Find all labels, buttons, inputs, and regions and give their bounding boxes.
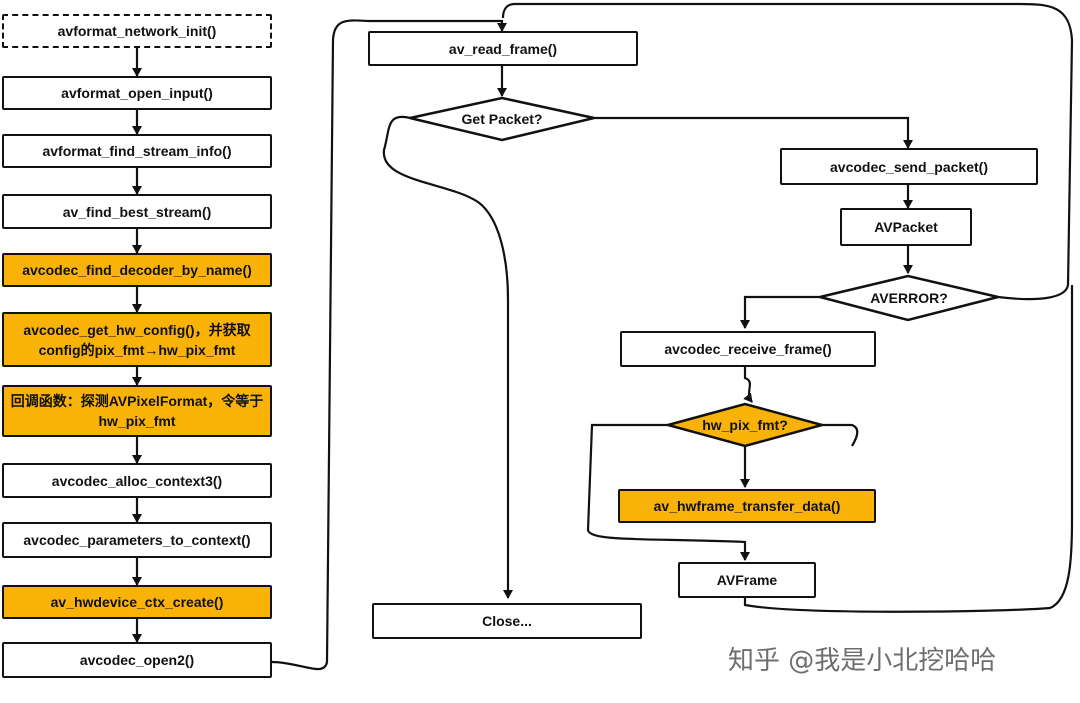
close-label: Close... <box>482 613 532 629</box>
find-stream-info-label: avformat_find_stream_info() <box>42 143 232 159</box>
avpacket-label: AVPacket <box>874 219 938 235</box>
find-decoder-box: avcodec_find_decoder_by_name() <box>2 253 272 287</box>
watermark-text: 知乎 @我是小北挖哈哈 <box>728 646 997 676</box>
transfer-data-box: av_hwframe_transfer_data() <box>618 489 876 523</box>
close-box: Close... <box>372 603 642 639</box>
arrow-averror-to-receiveframe <box>740 295 820 329</box>
averror-diamond <box>819 274 999 322</box>
avframe-label: AVFrame <box>716 572 778 588</box>
arrow-open2-to-readframe <box>271 19 507 671</box>
hwpixfmt-diamond <box>663 402 827 448</box>
read-frame-label: av_read_frame() <box>448 40 558 57</box>
arrow-getpacket-to-close <box>382 115 513 599</box>
avframe-box: AVFrame <box>678 562 816 598</box>
arrow-hwpixfmt-right-stub <box>818 423 859 447</box>
arrow-hwpixfmt-bypass <box>586 423 750 561</box>
network-init-label: avformat_network_init() <box>57 23 217 39</box>
send-packet-box: avcodec_send_packet() <box>780 148 1038 185</box>
hwdevice-ctx-create-box: av_hwdevice_ctx_create() <box>2 585 272 619</box>
arrow-avframe-to-loop <box>743 285 1074 613</box>
callback-box: 回调函数：探测AVPixelFormat，令等于hw_pix_fmt <box>2 385 272 437</box>
network-init-box: avformat_network_init() <box>2 14 272 48</box>
transfer-data-label: av_hwframe_transfer_data() <box>653 498 841 514</box>
open2-box: avcodec_open2() <box>2 642 272 678</box>
find-stream-info-box: avformat_find_stream_info() <box>2 134 272 168</box>
send-packet-label: avcodec_send_packet() <box>830 158 988 175</box>
get-packet-label: Get Packet? <box>461 111 543 127</box>
avpacket-box: AVPacket <box>840 208 972 246</box>
averror-label: AVERROR? <box>870 290 948 306</box>
arrow-averror-to-readframe <box>501 2 1074 301</box>
hw-pix-fmt-label: hw_pix_fmt? <box>702 417 788 433</box>
receive-frame-label: avcodec_receive_frame() <box>664 341 832 357</box>
find-best-stream-label: av_find_best_stream() <box>62 203 212 220</box>
hwdevice-ctx-create-label: av_hwdevice_ctx_create() <box>50 594 224 610</box>
alloc-context3-box: avcodec_alloc_context3() <box>2 463 272 498</box>
getpacket-diamond <box>409 96 595 142</box>
parameters-to-context-label: avcodec_parameters_to_context() <box>23 532 251 548</box>
get-hw-config-box: avcodec_get_hw_config()，并获取config的pix_fm… <box>2 312 272 367</box>
open2-label: avcodec_open2() <box>79 652 195 668</box>
open-input-label: avformat_open_input() <box>61 85 213 101</box>
find-best-stream-box: av_find_best_stream() <box>2 194 272 229</box>
parameters-to-context-box: avcodec_parameters_to_context() <box>2 522 272 558</box>
get-hw-config-label: avcodec_get_hw_config()，并获取config的pix_fm… <box>23 321 251 358</box>
arrow-receiveframe-to-hwpixfmt <box>743 367 753 403</box>
receive-frame-box: avcodec_receive_frame() <box>620 331 876 367</box>
find-decoder-label: avcodec_find_decoder_by_name() <box>22 262 252 278</box>
callback-label: 回调函数：探测AVPixelFormat，令等于hw_pix_fmt <box>10 393 264 429</box>
open-input-box: avformat_open_input() <box>2 76 272 110</box>
read-frame-box: av_read_frame() <box>368 31 638 66</box>
arrow-getpacket-to-sendpacket <box>594 116 913 149</box>
alloc-context3-label: avcodec_alloc_context3() <box>51 472 223 489</box>
